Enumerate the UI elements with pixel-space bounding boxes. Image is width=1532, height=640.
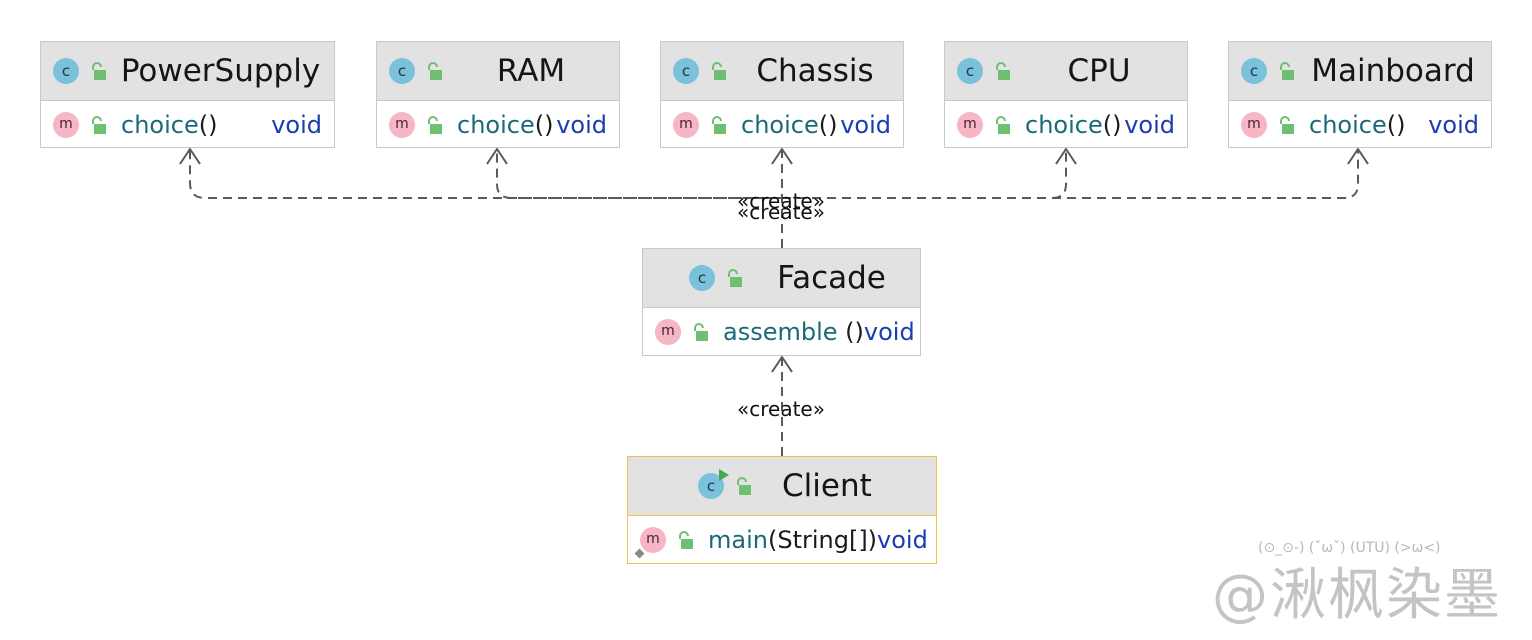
method-row[interactable]: m choice() void	[377, 101, 619, 149]
class-node-mainboard[interactable]: c Mainboard m choice() void	[1228, 41, 1492, 148]
unlocked-lock-icon	[728, 269, 742, 287]
method-icon: m	[1241, 112, 1267, 138]
watermark-emoticons: (⊙_⊙-) (ˇωˇ) (UTU) (>ω<)	[1258, 540, 1441, 556]
unlocked-lock-icon	[712, 62, 726, 80]
unlocked-lock-icon	[1280, 116, 1294, 134]
run-triangle-icon	[719, 469, 729, 481]
unlocked-lock-icon	[1280, 62, 1294, 80]
static-marker-icon	[634, 548, 645, 559]
unlocked-lock-icon	[428, 116, 442, 134]
unlocked-lock-icon	[996, 62, 1010, 80]
stereotype-label-create: «create»	[737, 200, 825, 224]
class-icon: c	[389, 58, 415, 84]
method-row[interactable]: m choice() void	[661, 101, 903, 149]
method-icon-letter: m	[646, 531, 660, 547]
edge-facade-mainboard	[782, 150, 1359, 199]
method-row[interactable]: m assemble () void	[643, 308, 920, 356]
class-header: c PowerSupply	[41, 42, 334, 101]
method-name: choice	[1025, 111, 1103, 139]
class-header: c Chassis	[661, 42, 903, 101]
class-icon-letter: c	[706, 477, 716, 495]
unlocked-lock-icon	[694, 323, 708, 341]
arrowhead-powersupply	[179, 147, 201, 165]
method-row[interactable]: m choice() void	[945, 101, 1187, 149]
unlocked-lock-icon	[92, 116, 106, 134]
method-params: ()	[198, 111, 218, 139]
unlocked-lock-icon	[737, 477, 751, 495]
class-name: Facade	[777, 260, 886, 296]
class-name: CPU	[1067, 53, 1131, 89]
class-header: c Mainboard	[1229, 42, 1491, 101]
class-icon: c	[689, 265, 715, 291]
class-node-powersupply[interactable]: c PowerSupply m choice() void	[40, 41, 335, 148]
method-row[interactable]: m choice() void	[1229, 101, 1491, 149]
stereotype-label-create: «create»	[737, 397, 825, 421]
class-name: RAM	[496, 53, 566, 89]
method-icon: m	[957, 112, 983, 138]
class-name: Chassis	[756, 53, 874, 89]
return-type: void	[556, 111, 607, 139]
method-params: ()	[837, 318, 864, 346]
method-params: ()	[818, 111, 838, 139]
class-name: Client	[782, 468, 872, 504]
method-name: choice	[741, 111, 819, 139]
class-icon: c	[957, 58, 983, 84]
method-name: choice	[1309, 111, 1387, 139]
class-header: c Client	[628, 457, 936, 516]
unlocked-lock-icon	[712, 116, 726, 134]
return-type: void	[877, 526, 928, 554]
arrowhead-chassis	[771, 147, 793, 165]
class-node-facade[interactable]: c Facade m assemble () void	[642, 248, 921, 356]
method-params: ()	[1386, 111, 1406, 139]
edge-facade-ram	[496, 150, 782, 199]
method-params: (String[])	[767, 526, 878, 554]
method-icon: m	[655, 319, 681, 345]
method-row[interactable]: m choice() void	[41, 101, 334, 149]
unlocked-lock-icon	[428, 62, 442, 80]
unlocked-lock-icon	[996, 116, 1010, 134]
return-type: void	[863, 318, 915, 346]
arrowhead-ram	[486, 147, 508, 165]
method-icon: m	[53, 112, 79, 138]
class-header: c RAM	[377, 42, 619, 101]
runnable-class-icon: c	[698, 469, 729, 499]
method-icon: m	[389, 112, 415, 138]
class-icon: c	[53, 58, 79, 84]
unlocked-lock-icon	[92, 62, 106, 80]
stereotype-label-create: «create»	[737, 189, 825, 213]
method-name: assemble	[723, 318, 838, 346]
class-node-cpu[interactable]: c CPU m choice() void	[944, 41, 1188, 148]
arrowhead-mainboard	[1347, 147, 1369, 165]
class-name: PowerSupply	[120, 53, 321, 89]
return-type: void	[271, 111, 322, 139]
method-name: choice	[121, 111, 199, 139]
class-icon: c	[1241, 58, 1267, 84]
method-icon: m	[673, 112, 699, 138]
method-name: main	[708, 526, 768, 554]
class-name: Mainboard	[1311, 53, 1475, 89]
return-type: void	[1124, 111, 1175, 139]
method-name: choice	[457, 111, 535, 139]
unlocked-lock-icon	[679, 531, 693, 549]
class-node-ram[interactable]: c RAM m choice() void	[376, 41, 620, 148]
class-node-chassis[interactable]: c Chassis m choice() void	[660, 41, 904, 148]
arrowhead-cpu	[1055, 147, 1077, 165]
method-params: ()	[534, 111, 554, 139]
class-icon: c	[673, 58, 699, 84]
return-type: void	[1428, 111, 1479, 139]
static-method-icon: m	[634, 527, 666, 559]
watermark-text: @湫枫染墨	[1212, 563, 1502, 628]
method-row[interactable]: m main(String[]) void	[628, 516, 936, 564]
return-type: void	[840, 111, 891, 139]
class-node-client[interactable]: c Client m main(String[]) void	[627, 456, 937, 564]
method-params: ()	[1102, 111, 1122, 139]
edge-facade-powersupply	[189, 150, 783, 248]
arrowhead-facade	[771, 355, 793, 373]
class-header: c Facade	[643, 249, 920, 308]
class-header: c CPU	[945, 42, 1187, 101]
